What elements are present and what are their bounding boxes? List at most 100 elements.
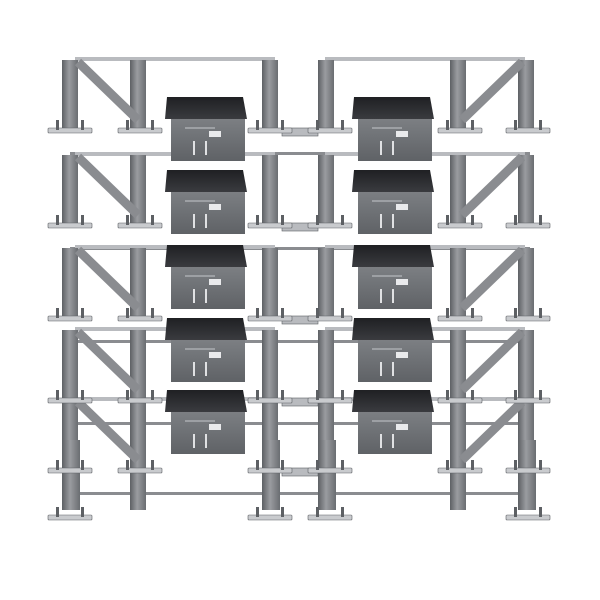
foot-plate [437,467,483,474]
tray-slot [380,141,382,155]
tray-unit [165,97,247,161]
bolt [514,308,517,318]
tray-unit [165,318,247,382]
vertical-post [518,248,534,318]
tray-body [171,267,245,309]
tray-label [396,204,408,210]
bolt [446,120,449,130]
diagonal-brace-right [458,153,526,219]
bolt [316,120,319,130]
tray-slot [392,434,394,448]
tray-rib [372,420,402,422]
tray-slot [205,289,207,303]
bolt [514,120,517,130]
foot-plate [505,397,551,404]
bolt [126,120,129,130]
bolt [126,308,129,318]
bolt [126,390,129,400]
bolt [341,120,344,130]
tray-slot [380,214,382,228]
tray-label [396,424,408,430]
tray-slot [392,362,394,376]
tray-body [171,119,245,161]
foot-plate [247,397,293,404]
bolt [471,215,474,225]
cross-rail [70,152,530,155]
bolt [539,120,542,130]
bolt [471,390,474,400]
diagonal-brace-left [74,153,142,219]
vertical-post [62,155,78,225]
bolt [514,215,517,225]
tray-unit [352,97,434,161]
top-rail-left [75,57,275,61]
tray-lid [352,97,434,119]
bolt [341,308,344,318]
foot-plate [437,315,483,322]
tray-label [209,131,221,137]
bolt [316,390,319,400]
tray-slot [205,362,207,376]
foot-plate [505,514,551,521]
foot-plate [307,315,353,322]
bolt [256,308,259,318]
bolt [151,390,154,400]
tray-body [358,340,432,382]
tray-rib [372,127,402,129]
tray-unit [352,390,434,454]
vertical-post [450,330,466,400]
tray-unit [352,318,434,382]
bolt [539,507,542,517]
vertical-post [262,330,278,400]
foot-plate [307,514,353,521]
foot-plate [247,222,293,229]
foot-plate [117,222,163,229]
tray-slot [193,289,195,303]
bolt [81,507,84,517]
tray-body [358,412,432,454]
vertical-post [262,155,278,225]
bolt [256,507,259,517]
tray-unit [165,170,247,234]
tray-slot [380,289,382,303]
bolt [539,308,542,318]
vertical-post [518,330,534,400]
tray-slot [193,362,195,376]
bolt [539,460,542,470]
foot-plate [47,315,93,322]
diagonal-brace-right [458,328,526,394]
tray-label [209,424,221,430]
tray-label [209,279,221,285]
bolt [81,460,84,470]
tray-lid [352,318,434,340]
bolt [446,390,449,400]
bolt [281,308,284,318]
tray-lid [165,245,247,267]
floor-post [262,440,280,510]
tray-slot [193,141,195,155]
tray-slot [193,214,195,228]
foot-plate [117,315,163,322]
tray-slot [392,289,394,303]
foot-plate [505,222,551,229]
vertical-post [450,400,466,510]
vertical-post [318,155,334,225]
tray-unit-group [165,97,434,454]
bolt [151,215,154,225]
foot-plate [247,467,293,474]
vertical-post [62,248,78,318]
foot-plate [437,397,483,404]
diagonal-brace-left [74,246,142,312]
bolt [281,215,284,225]
vertical-post [318,60,334,130]
cross-rail [70,492,530,495]
foot-plate [437,127,483,134]
foot-plate [47,127,93,134]
diagonal-brace-right [458,58,526,124]
tray-slot [380,434,382,448]
bolt [81,215,84,225]
diagonal-brace-right [458,246,526,312]
bolt [514,460,517,470]
foot-plate [437,222,483,229]
